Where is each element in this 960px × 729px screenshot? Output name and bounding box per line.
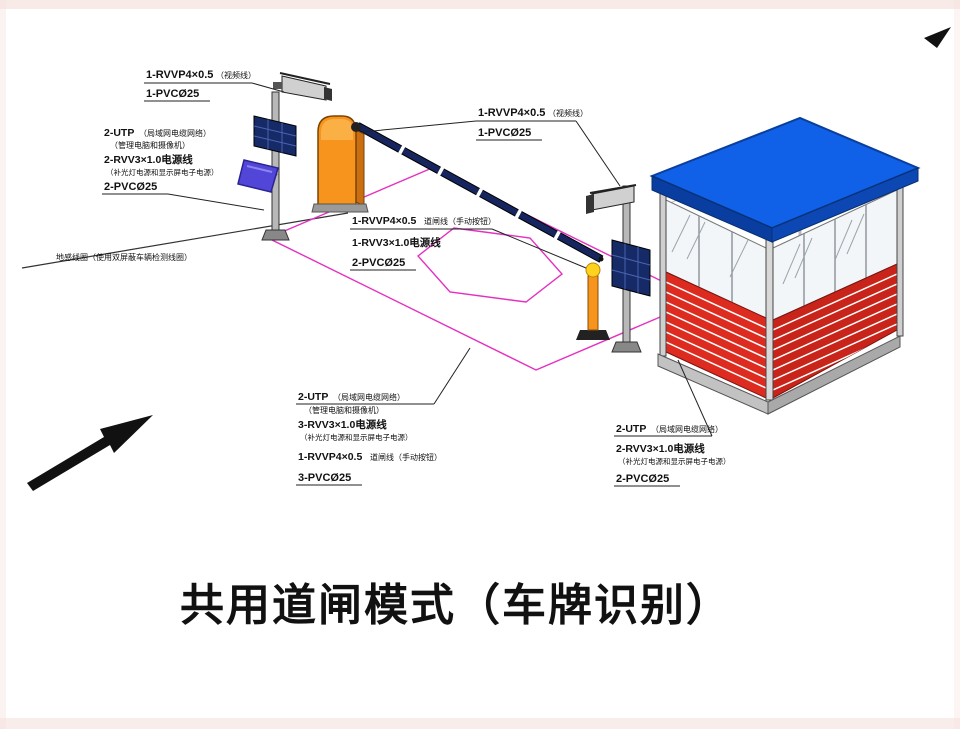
island-gate-cable-note: 道闸线（手动按钮） — [370, 452, 442, 462]
barrier-cable: 1-RVVP4×0.5 — [352, 215, 416, 227]
barrier-arm-stripes — [398, 145, 561, 240]
label-booth: 2-UTP （局域网电缆网络） 2-RVV3×1.0电源线 （补光灯电源和显示屏… — [616, 423, 731, 485]
camera-right-cable: 1-RVVP4×0.5 — [478, 107, 545, 119]
pole-left-conduit: 2-PVCØ25 — [104, 181, 157, 193]
label-island: 2-UTP （局域网电缆网络） （管理电脑和摄像机） 3-RVV3×1.0电源线… — [298, 391, 442, 484]
island-gate-cable: 1-RVVP4×0.5 — [298, 451, 362, 463]
booth-base-right — [767, 335, 901, 415]
pole-left-utp: 2-UTP — [104, 127, 134, 139]
barrier-machine-cap — [321, 119, 353, 140]
booth-utp: 2-UTP — [616, 423, 646, 435]
booth-roof-edge-right — [771, 167, 919, 243]
label-pole-left: 2-UTP （局域网电缆网络） （管理电脑和摄像机） 2-RVV3×1.0电源线… — [104, 127, 219, 193]
label-barrier: 1-RVVP4×0.5 道闸线（手动按钮） 1-RVV3×1.0电源线 2-PV… — [352, 215, 496, 269]
island-conduit: 3-PVCØ25 — [298, 472, 351, 484]
leader-lines — [102, 82, 713, 487]
guard-booth — [649, 116, 921, 415]
camera-left-shield — [279, 72, 331, 85]
barrier-gate — [311, 115, 604, 263]
label-ground-loop: 地感线圈（使用双屏蔽车辆检测线圈） — [56, 252, 192, 262]
pole-left — [271, 91, 280, 233]
booth-post-left — [659, 187, 667, 357]
pole-right-base — [611, 341, 642, 353]
exit-camera-pole — [586, 184, 651, 353]
booth-post-right — [896, 177, 904, 337]
barrier-arm-tip — [598, 256, 604, 262]
post-base — [576, 330, 610, 340]
pole-left-power: 2-RVV3×1.0电源线 — [104, 153, 193, 166]
barrier-machine-side — [355, 129, 365, 207]
pole-left-power-note: （补光灯电源和显示屏电子电源） — [106, 167, 219, 177]
booth-window-reflections — [671, 213, 865, 285]
label-camera-left: 1-RVVP4×0.5 （视频线） 1-PVCØ25 — [146, 69, 256, 100]
camera-right-lens — [586, 194, 594, 214]
camera-left-cable-note: （视频线） — [216, 70, 256, 80]
camera-right-conduit: 1-PVCØ25 — [478, 127, 531, 139]
booth-wall-left-stripes — [666, 281, 766, 389]
camera-right-shield — [589, 184, 637, 194]
island-power-note: （补光灯电源和显示屏电子电源） — [300, 432, 413, 442]
pole-left-base — [261, 229, 290, 241]
manual-button-post — [576, 262, 610, 340]
island-utp: 2-UTP — [298, 391, 328, 403]
island-utp-note2: （管理电脑和摄像机） — [304, 405, 384, 415]
booth-post-front — [765, 239, 774, 401]
booth-power-note: （补光灯电源和显示屏电子电源） — [618, 456, 731, 466]
barrier-cable-note: 道闸线（手动按钮） — [424, 216, 496, 226]
camera-left-conduit: 1-PVCØ25 — [146, 88, 199, 100]
label-camera-right: 1-RVVP4×0.5 （视频线） 1-PVCØ25 — [478, 107, 588, 139]
entry-camera-pole — [237, 72, 332, 241]
page-title: 共用道闸模式（车牌识别） — [180, 581, 732, 630]
camera-left-lens — [324, 87, 332, 101]
barrier-power: 1-RVV3×1.0电源线 — [352, 236, 441, 249]
post-ball — [585, 262, 601, 278]
north-arrow-icon — [924, 27, 951, 48]
booth-power: 2-RVV3×1.0电源线 — [616, 442, 705, 455]
camera-left-cable: 1-RVVP4×0.5 — [146, 69, 213, 81]
floodlight-face — [246, 165, 273, 173]
floodlight — [237, 159, 279, 193]
display-right-grid — [611, 243, 651, 293]
booth-utp-note: （局域网电缆网络） — [651, 424, 723, 434]
pole-left-utp-note: （局域网电缆网络） — [139, 128, 211, 138]
post-body — [587, 275, 599, 331]
booth-conduit: 2-PVCØ25 — [616, 473, 669, 485]
road-edge-line — [21, 212, 349, 269]
camera-right-cable-note: （视频线） — [548, 108, 588, 118]
display-left-grid — [253, 119, 297, 153]
barrier-conduit: 2-PVCØ25 — [352, 257, 405, 269]
booth-window-mullions — [698, 205, 867, 306]
barrier-machine-base — [311, 203, 369, 213]
barrier-pivot — [351, 122, 361, 132]
camera-left-housing — [281, 75, 327, 101]
island-power: 3-RVV3×1.0电源线 — [298, 418, 387, 431]
island-utp-note: （局域网电缆网络） — [333, 392, 405, 402]
display-right — [611, 239, 651, 297]
pole-left-utp-note2: （管理电脑和摄像机） — [110, 140, 190, 150]
direction-arrow — [27, 415, 153, 491]
ground-loop-outline — [416, 227, 564, 303]
display-left — [253, 115, 297, 157]
camera-left-mount — [273, 82, 282, 89]
